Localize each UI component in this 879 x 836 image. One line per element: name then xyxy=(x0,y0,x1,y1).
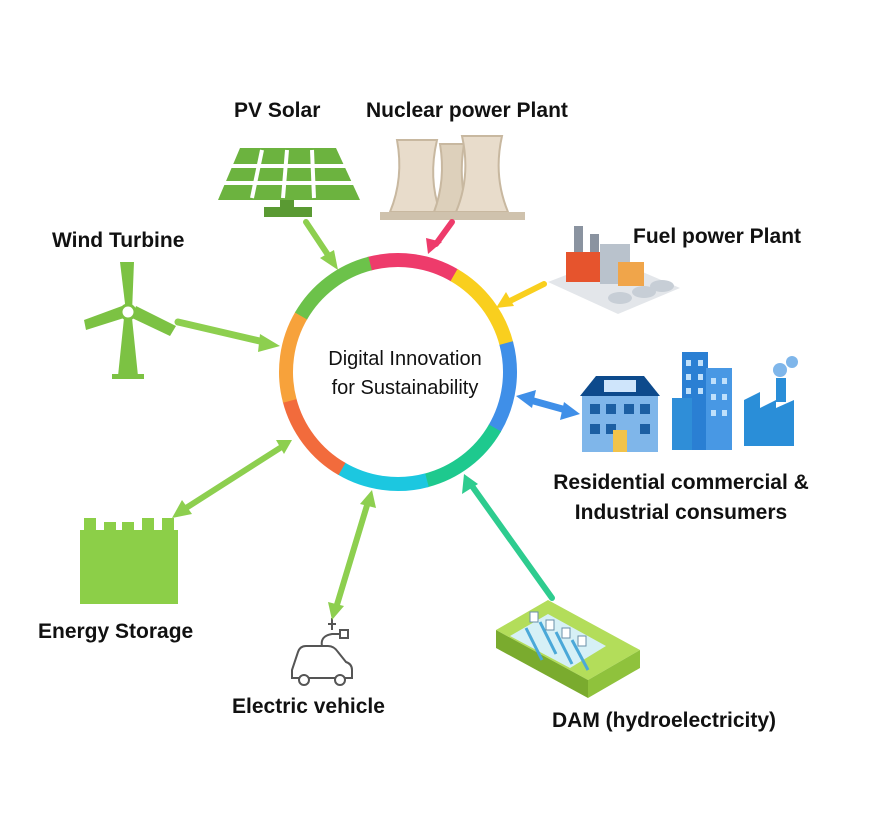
label-pv-solar: PV Solar xyxy=(234,99,321,122)
arrow-fuel xyxy=(505,281,547,305)
arrow-wind xyxy=(174,318,268,346)
arrow-energy-storage xyxy=(183,445,283,511)
arrowhead-ev-in xyxy=(360,490,376,508)
label-consumers-line-1: Residential commercial & xyxy=(553,471,809,494)
ring-segment xyxy=(337,462,429,491)
arrowhead-storage-in xyxy=(276,440,292,454)
ring-segment xyxy=(488,341,517,433)
label-dam: DAM (hydroelectricity) xyxy=(552,709,777,732)
label-nuclear: Nuclear power Plant xyxy=(366,99,568,122)
arrowhead-fuel xyxy=(496,292,514,308)
arrowhead-pv-solar xyxy=(320,250,338,270)
ring-segment xyxy=(423,424,502,488)
arrowhead-ev-out xyxy=(328,602,344,620)
dam-icon xyxy=(496,600,640,698)
arrow-pv-solar xyxy=(303,219,333,261)
ring-segment xyxy=(279,311,308,403)
label-wind: Wind Turbine xyxy=(52,229,185,252)
ring-segment xyxy=(450,268,514,347)
nuclear-plant-icon xyxy=(380,135,525,220)
electric-vehicle-icon xyxy=(291,618,353,686)
label-consumers-line-2: Industrial consumers xyxy=(574,501,788,525)
battery-icon xyxy=(80,518,178,604)
wind-turbine-icon xyxy=(84,262,176,379)
ring-segment xyxy=(282,397,346,476)
arrowhead-storage-out xyxy=(172,500,192,518)
pv-solar-icon xyxy=(218,148,360,217)
label-ev: Electric vehicle xyxy=(232,695,385,718)
arrowhead-consumers-out xyxy=(560,402,580,420)
arrowhead-consumers-in xyxy=(516,390,536,408)
consumers-buildings-icon xyxy=(580,352,798,452)
ring-segment xyxy=(294,256,373,320)
arrowhead-wind xyxy=(258,334,280,352)
label-consumers: Residential commercial & Industrial cons… xyxy=(540,468,822,529)
arrow-dam xyxy=(469,483,555,601)
arrowhead-nuclear xyxy=(426,238,442,254)
center-line-1: Digital Innovation xyxy=(328,348,482,370)
arrow-ev xyxy=(333,499,371,611)
arrow-consumers xyxy=(526,396,570,414)
fuel-plant-icon xyxy=(548,226,680,314)
label-energy-storage: Energy Storage xyxy=(38,620,194,643)
center-label: Digital Innovation for Sustainability xyxy=(290,345,520,403)
ring-segment xyxy=(367,253,459,282)
label-fuel: Fuel power Plant xyxy=(633,225,802,248)
arrows xyxy=(172,219,580,620)
arrowhead-dam xyxy=(462,474,478,494)
innovation-ring xyxy=(279,253,517,491)
center-line-2: for Sustainability xyxy=(331,377,479,399)
arrow-nuclear xyxy=(433,219,455,247)
